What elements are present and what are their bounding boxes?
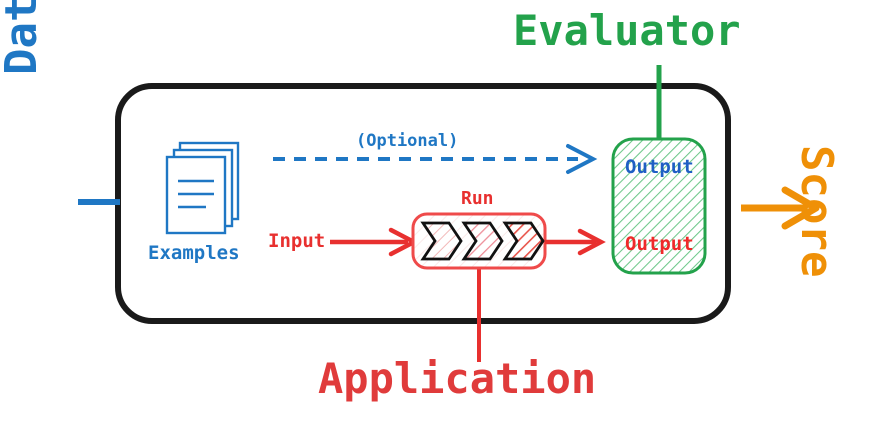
dataset-title: Dataset <box>0 0 47 75</box>
input-label: Input <box>268 230 326 252</box>
application-title: Application <box>318 354 597 403</box>
evaluator-title: Evaluator <box>513 6 741 55</box>
score-title: Score <box>791 145 842 278</box>
dashed-arrow-right-icon <box>273 144 598 174</box>
score-arrow-right-icon <box>741 186 820 230</box>
run-to-output-arrow-icon <box>545 228 606 256</box>
examples-label: Examples <box>148 242 240 264</box>
chevron-pipeline-icon <box>420 221 545 261</box>
output-box <box>611 137 707 275</box>
optional-label: (Optional) <box>356 131 459 151</box>
output-label-bottom: Output <box>625 233 694 255</box>
documents-stack-icon <box>165 141 240 235</box>
output-label-top: Output <box>625 156 694 178</box>
run-label: Run <box>461 188 494 209</box>
